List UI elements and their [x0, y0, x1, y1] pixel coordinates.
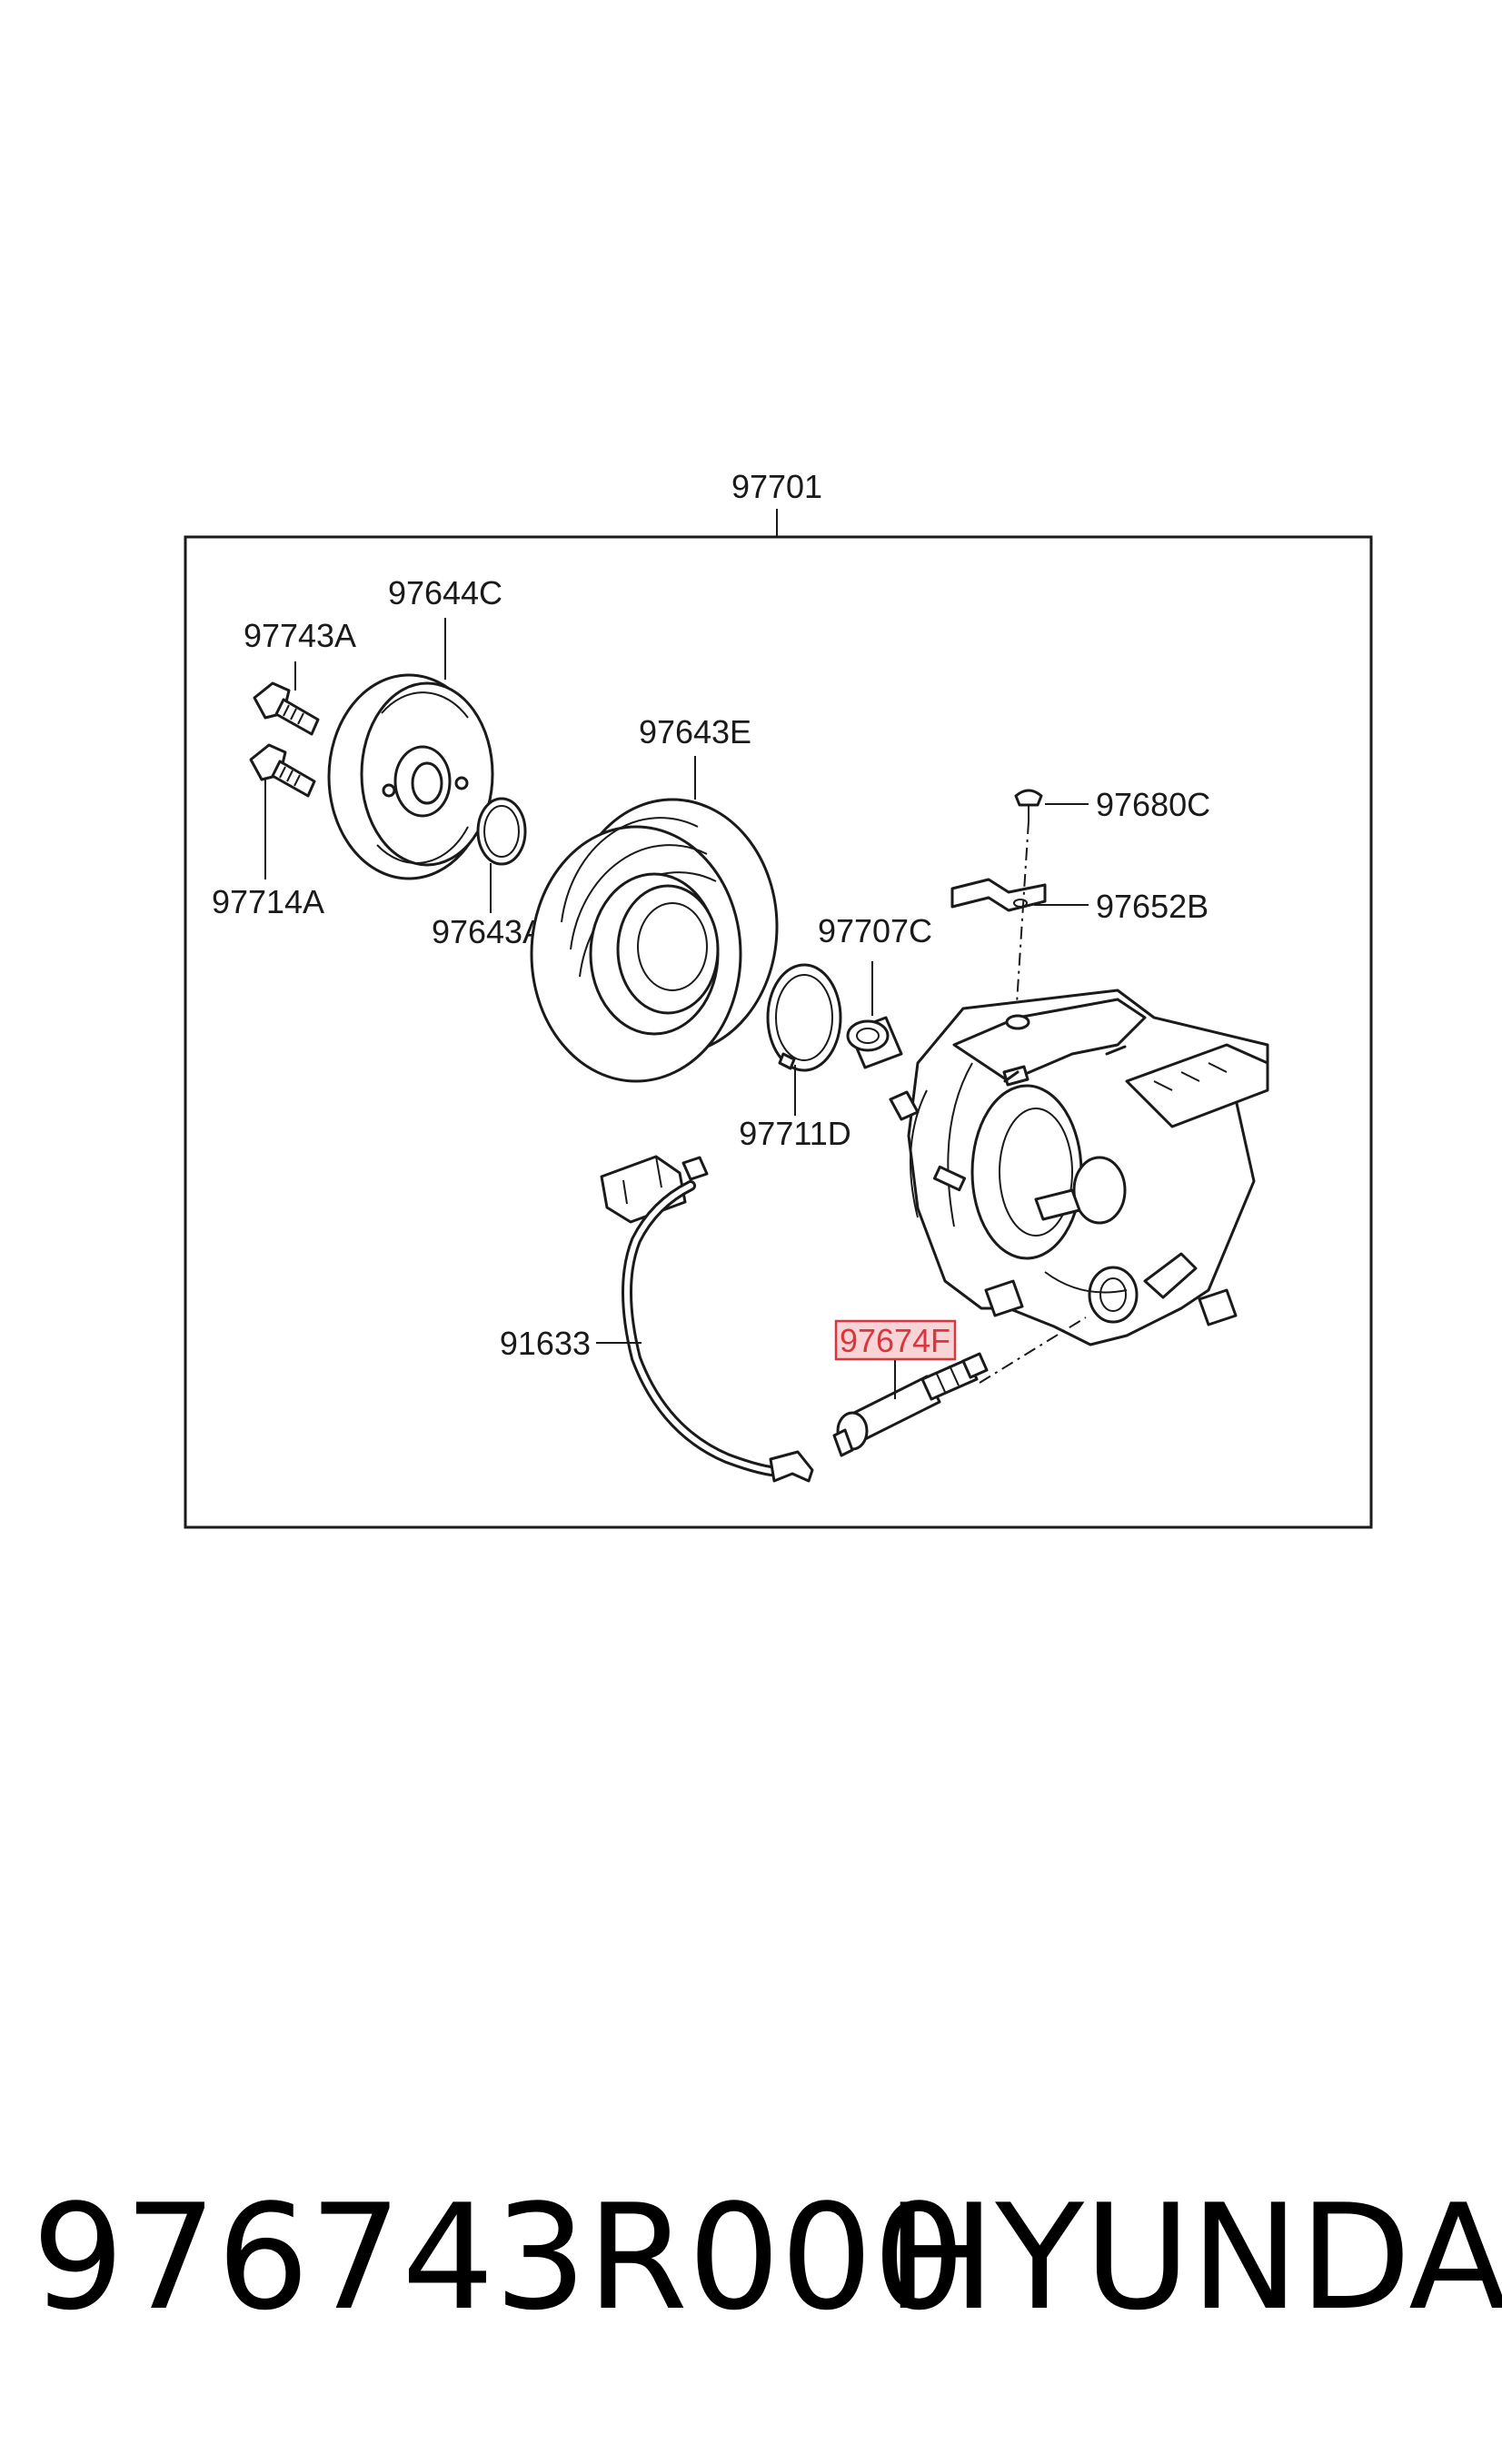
callout-assembly[interactable]: 97701: [731, 468, 822, 505]
callout-bracket[interactable]: 97652B: [1096, 888, 1209, 925]
wiring-harness[interactable]: [600, 1155, 814, 1483]
callout-wiring[interactable]: 91633: [500, 1325, 591, 1362]
compressor[interactable]: [889, 989, 1269, 1346]
pulley[interactable]: [530, 798, 779, 1083]
screw[interactable]: [1014, 789, 1043, 821]
bolt-bottom[interactable]: [249, 743, 316, 798]
callout-pulley[interactable]: 97643E: [639, 713, 751, 750]
snap-ring-small[interactable]: [476, 797, 527, 866]
bolt-top[interactable]: [253, 681, 320, 736]
brand-name: HYUNDAI: [886, 2172, 1502, 2342]
callout-pressure-switch[interactable]: 97674F: [840, 1322, 950, 1359]
snap-ring-large[interactable]: [766, 963, 842, 1072]
bearing[interactable]: [846, 1016, 903, 1069]
callout-snap-ring-small[interactable]: 97643A: [432, 913, 544, 950]
bracket[interactable]: [950, 878, 1047, 912]
callout-snap-ring-large[interactable]: 97711D: [739, 1115, 850, 1152]
assembly-frame: [184, 535, 1373, 1529]
callout-bearing[interactable]: 97707C: [818, 912, 932, 949]
callout-bolt-top[interactable]: 97743A: [244, 617, 356, 654]
part-number: 976743R000: [32, 2172, 966, 2342]
clutch-hub[interactable]: [327, 673, 494, 880]
highlight-box: [834, 1319, 957, 1361]
pressure-switch[interactable]: [832, 1352, 989, 1457]
callout-clutch-hub[interactable]: 97644C: [388, 574, 502, 611]
callout-screw[interactable]: 97680C: [1096, 786, 1210, 823]
callout-bolt-bottom[interactable]: 97714A: [212, 883, 324, 920]
